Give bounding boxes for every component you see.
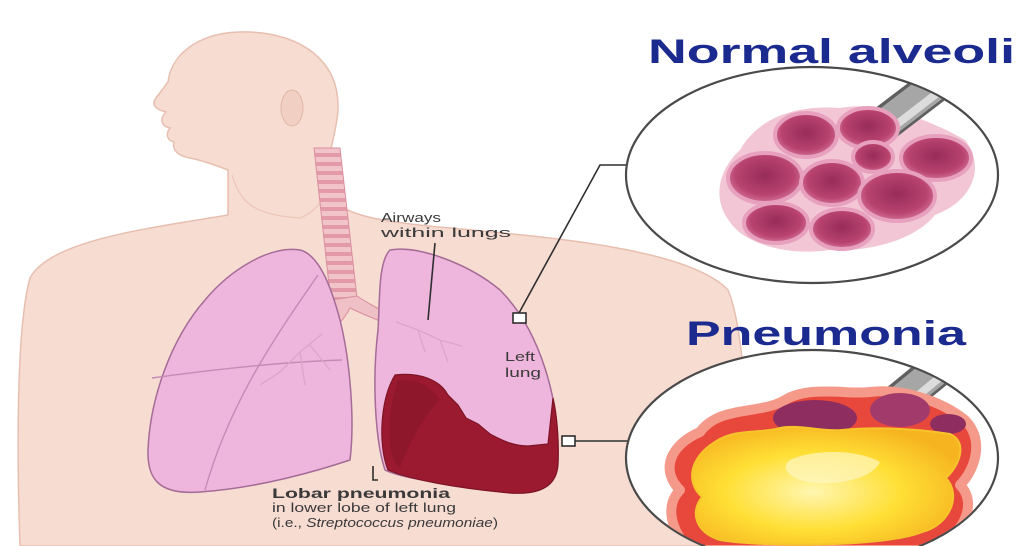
normal-sample-marker xyxy=(513,313,526,323)
alveolus xyxy=(853,142,893,172)
alveolus xyxy=(801,161,863,205)
ear xyxy=(281,90,303,126)
alveolus xyxy=(775,113,837,157)
organism-suffix: ) xyxy=(493,515,498,530)
alveolus xyxy=(859,171,935,221)
lobar-pneumonia-location: in lower lobe of left lung xyxy=(272,500,456,515)
alveolus xyxy=(728,153,802,203)
infected-alveolus xyxy=(870,393,930,427)
organism-name: Streptococcus pneumoniae xyxy=(306,515,493,530)
airways-label-line2: within lungs xyxy=(379,225,512,240)
pneumonia-sample-marker xyxy=(562,436,575,446)
alveolus xyxy=(811,209,873,249)
pneumonia-title: Pneumonia xyxy=(686,315,968,353)
left-lung-label-line1: Left xyxy=(505,349,536,364)
exudate xyxy=(692,427,960,545)
normal-alveoli-title: Normal alveoli xyxy=(648,33,1015,71)
organism-prefix: (i.e., xyxy=(272,515,306,530)
alveolus xyxy=(744,203,808,243)
lobar-pneumonia-organism: (i.e., Streptococcus pneumoniae) xyxy=(272,515,498,530)
left-lung-label-line2: lung xyxy=(505,365,541,380)
airways-label-line1: Airways xyxy=(381,210,442,225)
lobar-pneumonia-title: Lobar pneumonia xyxy=(272,485,450,501)
